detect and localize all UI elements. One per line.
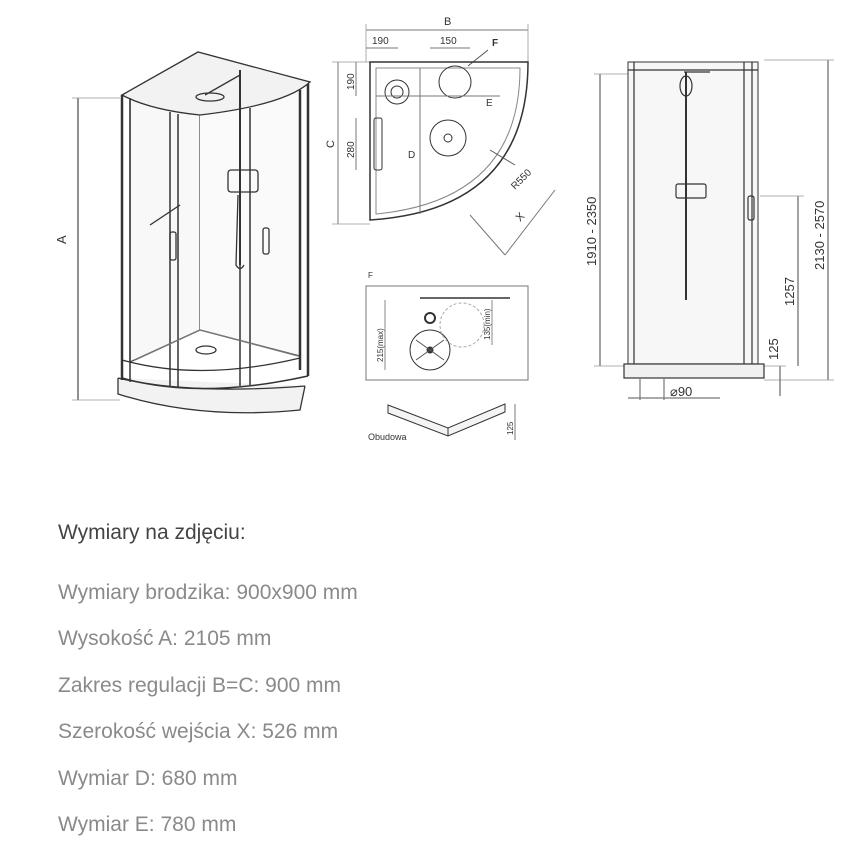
spec-heading: Wymiary na zdjęciu: [58, 521, 246, 544]
casing-detail: 125 Obudowa [368, 403, 516, 442]
entry-label-x: X [514, 210, 528, 224]
dim-label-d: D [408, 150, 415, 161]
spec-row-entry-x: Szerokość wejścia X: 526 mm [58, 720, 339, 744]
spec-list: Wymiary brodzika: 900x900 mm Wysokość A:… [58, 578, 358, 856]
casing-dim-125: 125 [506, 421, 515, 435]
height-range-inner: 1910 - 2350 [584, 197, 599, 266]
spec-row-height-a: Wysokość A: 2105 mm [58, 627, 272, 651]
drain-diameter: ⌀90 [670, 384, 692, 399]
dim-label-e: E [486, 98, 493, 109]
detail-dim-215: 215(max) [376, 328, 385, 362]
spec-row-range-bc: Zakres regulacji B=C: 900 mm [58, 673, 342, 697]
detail-f-label: F [368, 271, 373, 280]
width-label-b: B [444, 16, 451, 28]
detail-f: F 215(max) 135(min) [365, 271, 529, 381]
height-label-a: A [54, 235, 69, 244]
dim-125: 125 [766, 338, 781, 360]
depth-label-c: C [325, 140, 337, 148]
top-view: B 190 150 F C 190 280 D E R550 [325, 16, 556, 256]
spec-row-d: Wymiar D: 680 mm [58, 766, 238, 790]
detail-dim-135: 135(min) [483, 308, 492, 340]
spec-row-e: Wymiar E: 780 mm [58, 812, 237, 836]
dim-280: 280 [346, 141, 357, 158]
spec-row-tray: Wymiary brodzika: 900x900 mm [58, 581, 358, 604]
perspective-view: A [54, 51, 312, 414]
height-range-outer: 2130 - 2570 [812, 201, 827, 270]
technical-drawing: A B [54, 16, 834, 442]
radius-label: R550 [509, 167, 534, 192]
casing-label: Obudowa [368, 432, 407, 442]
dim-150: 150 [440, 36, 457, 47]
dim-190-vertical: 190 [346, 73, 357, 90]
dim-1257: 1257 [782, 277, 797, 306]
side-view: 1910 - 2350 2130 - 2570 1257 125 ⌀90 [584, 59, 834, 400]
detail-label-f: F [492, 38, 498, 49]
dim-190-horizontal: 190 [372, 36, 389, 47]
